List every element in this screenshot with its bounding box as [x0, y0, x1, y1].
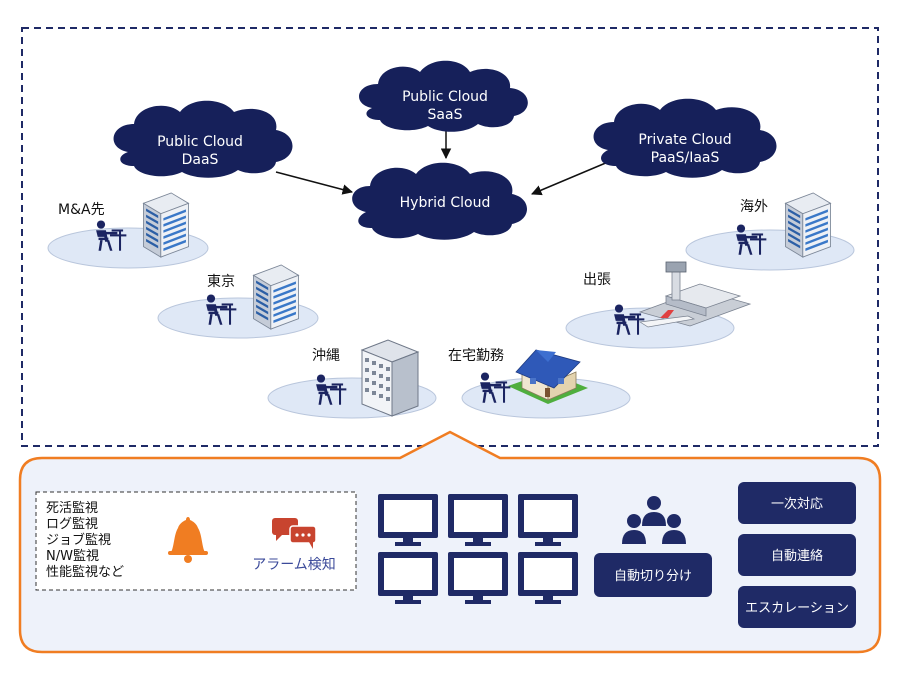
action-box-escalation: [738, 586, 856, 628]
location-tokyo: 東京: [157, 264, 319, 339]
team-icon: [622, 496, 686, 544]
location-label-okinawa: 沖縄: [312, 348, 340, 364]
airport-icon: [638, 261, 752, 328]
location-home: 在宅勤務: [448, 348, 631, 419]
location-business-trip: 出張: [565, 261, 752, 349]
monitor-icon: [448, 552, 508, 604]
monitoring-item: ジョブ監視: [46, 532, 111, 548]
monitor-wall: [378, 494, 578, 604]
cloud-daas-line2: DaaS: [182, 152, 219, 168]
monitoring-item: 性能監視など: [46, 564, 124, 580]
monitoring-item: ログ監視: [46, 516, 98, 532]
cloud-public-saas: Public Cloud SaaS: [359, 60, 528, 132]
auto-triage-box: [594, 553, 712, 597]
alarm-detection-label: アラーム検知: [252, 556, 336, 573]
monitoring-item: N/W監視: [46, 548, 99, 564]
arrow-daas-to-hybrid: [275, 171, 354, 195]
cloud-private: Private Cloud PaaS/IaaS: [593, 98, 777, 178]
location-label-home: 在宅勤務: [448, 348, 504, 364]
action-label: 自動連絡: [771, 548, 823, 564]
building-icon: [143, 192, 189, 258]
cloud-hybrid-label: Hybrid Cloud: [400, 195, 491, 211]
location-overseas: 海外: [685, 192, 855, 271]
cloud-public-daas: Public Cloud DaaS: [113, 100, 293, 178]
monitor-icon: [378, 494, 438, 546]
bell-icon: [168, 517, 208, 563]
building-icon: [361, 339, 419, 417]
chat-bubbles-icon: [272, 518, 317, 549]
building-icon: [785, 192, 831, 258]
action-label: 一次対応: [771, 496, 823, 512]
cloud-daas-line1: Public Cloud: [157, 134, 243, 150]
cloud-saas-line2: SaaS: [428, 107, 463, 123]
cloud-hybrid: Hybrid Cloud: [352, 162, 527, 240]
location-ma: M&A先: [47, 192, 209, 269]
action-label: エスカレーション: [745, 601, 849, 616]
location-label-tokyo: 東京: [207, 274, 235, 290]
location-label-overseas: 海外: [740, 199, 768, 215]
location-label-business-trip: 出張: [583, 272, 611, 288]
monitor-icon: [518, 552, 578, 604]
monitor-icon: [518, 494, 578, 546]
monitor-icon: [378, 552, 438, 604]
cloud-saas-line1: Public Cloud: [402, 89, 488, 105]
house-icon: [508, 349, 588, 404]
cloud-private-line1: Private Cloud: [638, 132, 731, 148]
location-label-ma: M&A先: [58, 202, 105, 218]
action-box-auto-contact: [738, 534, 856, 576]
monitor-icon: [448, 494, 508, 546]
location-okinawa: 沖縄: [267, 339, 437, 419]
auto-triage-label: 自動切り分け: [614, 569, 692, 584]
cloud-private-line2: PaaS/IaaS: [651, 150, 720, 166]
action-box-first-response: [738, 482, 856, 524]
building-icon: [253, 264, 299, 330]
monitoring-item: 死活監視: [46, 500, 98, 516]
arrow-private-to-hybrid: [531, 161, 609, 196]
